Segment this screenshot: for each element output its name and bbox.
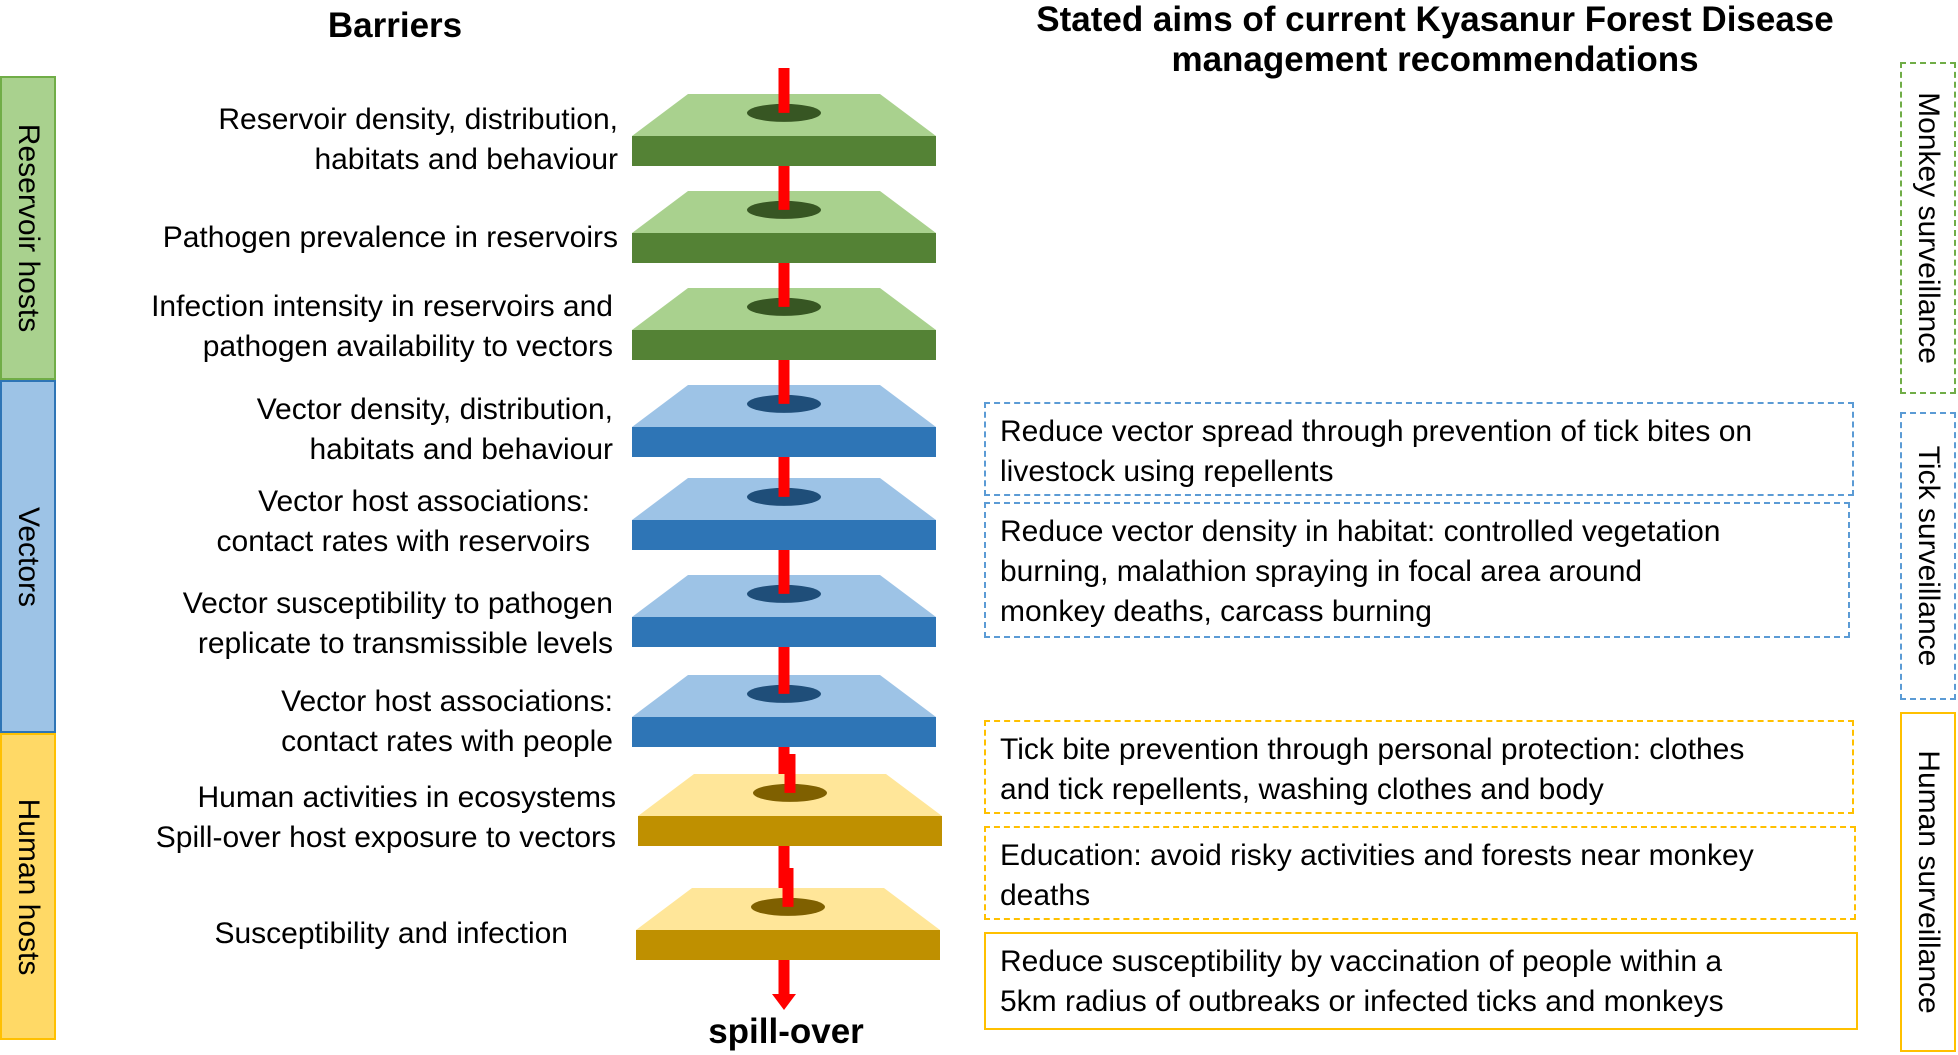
arrow-head — [772, 994, 796, 1010]
barrier-label-5: Vector host associations:contact rates w… — [216, 485, 590, 558]
surveillance-tick: Tick surveillance — [1900, 412, 1956, 700]
barrier-plate-side-5 — [632, 520, 936, 550]
aim-box-tick-bite-prevention: Tick bite prevention through personal pr… — [984, 720, 1854, 814]
barrier-label-2: Pathogen prevalence in reservoirs — [162, 221, 618, 254]
barrier-plate-side-4 — [632, 427, 936, 457]
barrier-plate-side-8 — [638, 816, 942, 846]
aim-box-vector-spread: Reduce vector spread through prevention … — [984, 402, 1854, 496]
aim-box-education: Education: avoid risky activities and fo… — [984, 826, 1856, 920]
surveillance-tick-label: Tick surveillance — [1912, 445, 1945, 667]
barrier-label-4: Vector density, distribution,habitats an… — [256, 393, 613, 466]
band-human-hosts: Human hosts — [0, 733, 56, 1040]
spillover-label: spill-over — [708, 1012, 864, 1051]
surveillance-human-label: Human surveillance — [1912, 750, 1945, 1014]
surveillance-human: Human surveillance — [1900, 712, 1956, 1052]
band-vectors: Vectors — [0, 380, 56, 733]
surveillance-monkey-label: Monkey surveillance — [1912, 92, 1945, 364]
barriers-header: Barriers — [327, 6, 463, 45]
barrier-plate-side-1 — [632, 136, 936, 166]
barrier-plate-side-9 — [636, 930, 940, 960]
band-reservoir-hosts: Reservoir hosts — [0, 76, 56, 380]
aim-box-vector-density: Reduce vector density in habitat: contro… — [984, 502, 1850, 638]
barrier-plate-side-3 — [632, 330, 936, 360]
barrier-plate-side-6 — [632, 617, 936, 647]
barrier-label-1: Reservoir density, distribution,habitats… — [218, 103, 618, 176]
barrier-label-9: Susceptibility and infection — [214, 917, 568, 950]
aims-header: Stated aims of current Kyasanur Forest D… — [1036, 0, 1834, 79]
barrier-plate-side-7 — [632, 717, 936, 747]
aim-box-vaccination: Reduce susceptibility by vaccination of … — [984, 932, 1858, 1030]
surveillance-monkey: Monkey surveillance — [1900, 62, 1956, 394]
barrier-plate-side-2 — [632, 233, 936, 263]
barrier-label-7: Vector host associations:contact rates w… — [281, 685, 613, 758]
